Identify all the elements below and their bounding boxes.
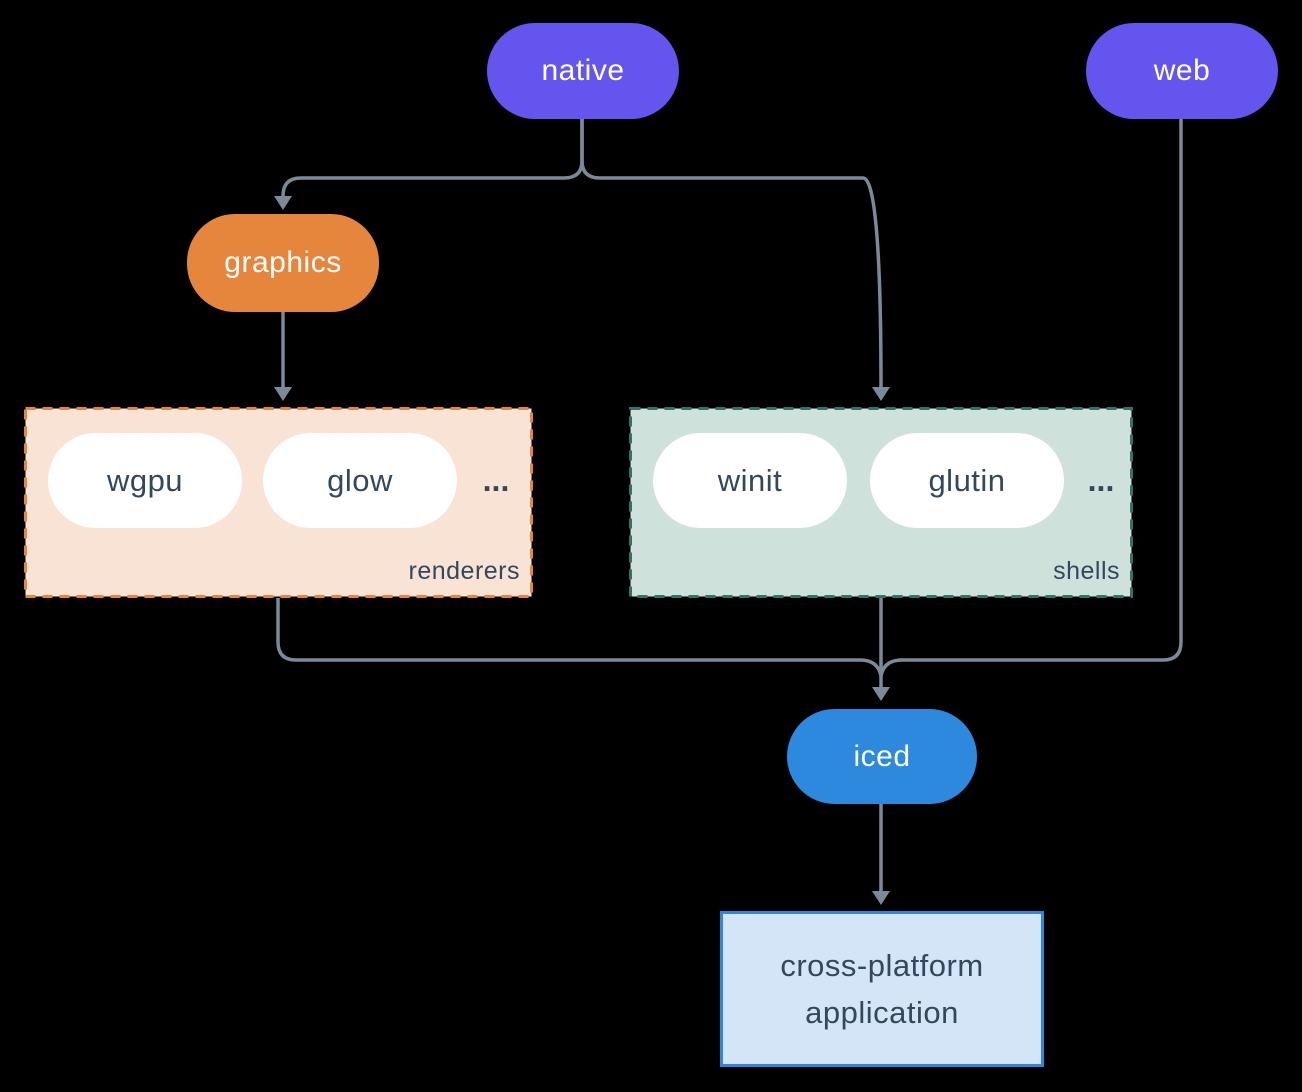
node-winit: winit [653,433,847,528]
node-iced-label: iced [853,739,911,773]
node-native: native [487,23,679,119]
node-web: web [1086,23,1278,119]
edge-native-to-graphics [281,119,584,198]
shells-group: winit glutin ... shells [629,407,1133,598]
arrowhead-shells [872,387,890,401]
node-application: cross-platform application [720,911,1044,1067]
shells-group-label: shells [1053,557,1120,585]
node-wgpu-label: wgpu [106,462,184,498]
node-application-label: cross-platform application [780,948,984,1030]
arrowhead-iced [872,687,890,701]
arrowhead-graphics [274,196,292,210]
node-wgpu: wgpu [48,433,242,528]
node-winit-label: winit [717,462,783,498]
arrowhead-renderers [274,387,292,401]
edge-native-to-shells [580,119,883,389]
node-glow: glow [263,433,457,528]
renderers-group-label: renderers [408,557,520,585]
node-graphics-label: graphics [224,246,342,279]
renderers-ellipsis: ... [482,462,510,498]
node-glow-label: glow [327,462,393,498]
node-glutin: glutin [870,433,1064,528]
renderers-group: wgpu glow ... renderers [24,407,533,598]
node-web-label: web [1153,54,1211,87]
node-glutin-label: glutin [928,462,1006,498]
edge-web-to-iced [879,119,1183,677]
arrowhead-application [872,891,890,905]
node-graphics: graphics [187,214,379,312]
edge-renderers-to-iced [276,598,883,677]
shells-ellipsis: ... [1087,462,1115,498]
node-native-label: native [541,54,625,87]
node-iced: iced [787,709,977,804]
